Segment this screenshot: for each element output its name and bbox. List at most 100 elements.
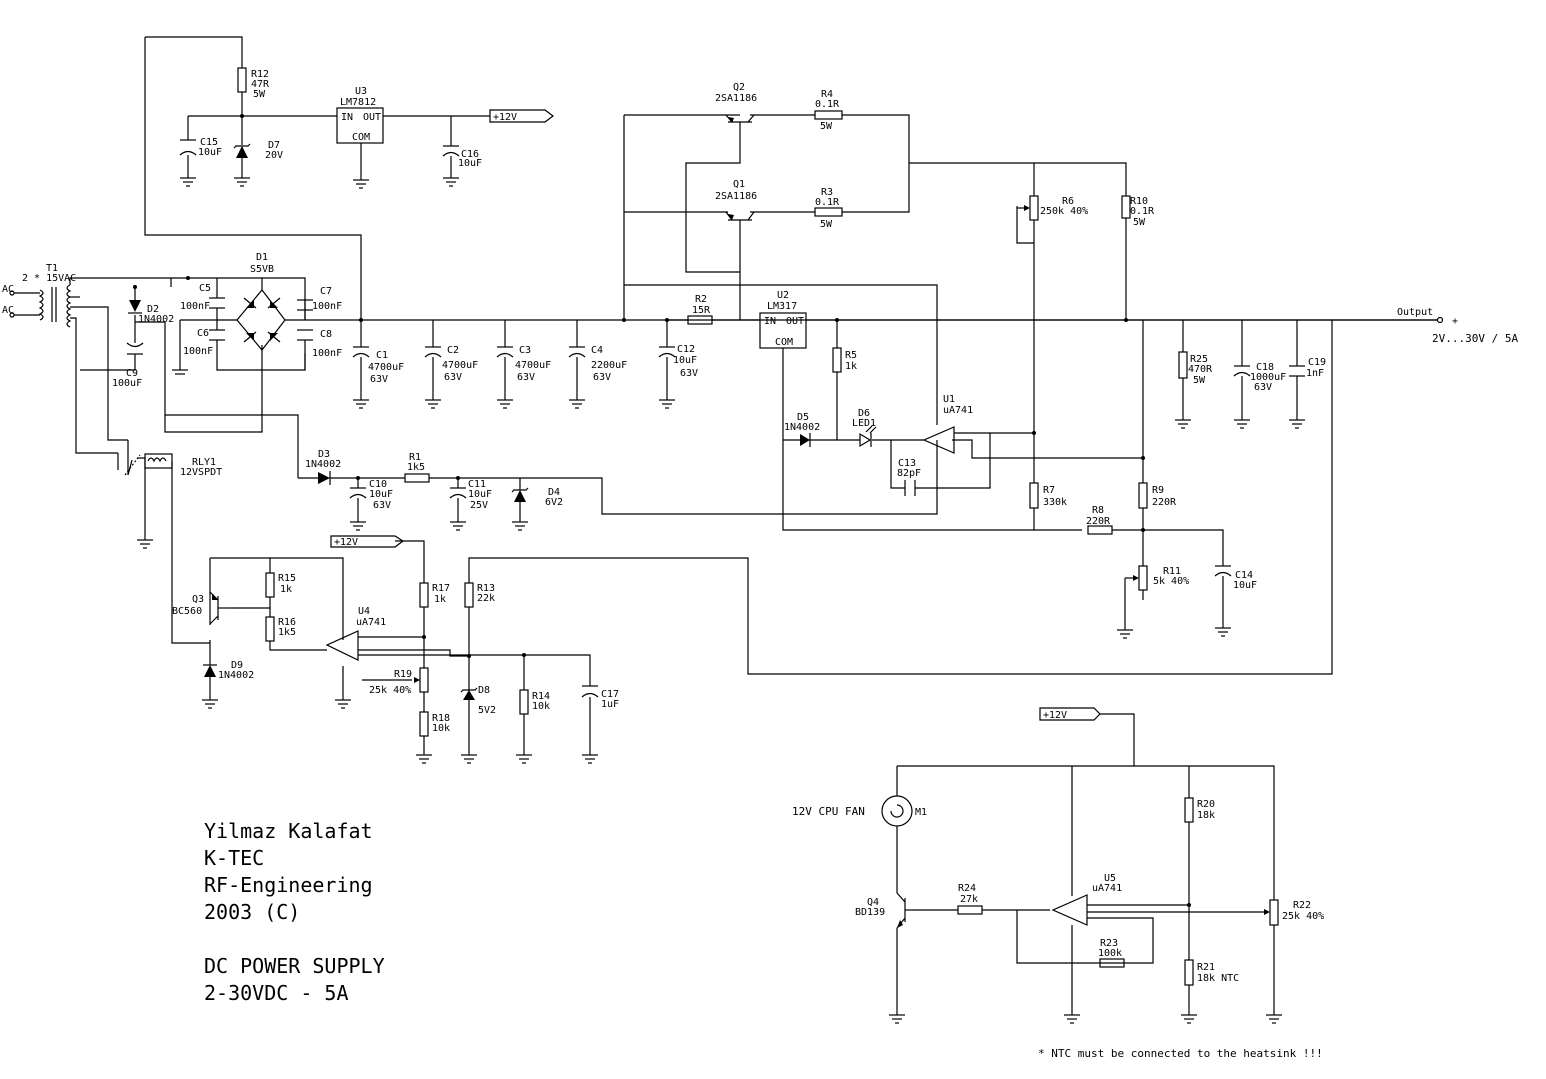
D8-ref: D8 — [478, 685, 490, 696]
Q4-ref: Q4 — [867, 897, 879, 908]
R7-ref: R7 — [1043, 485, 1055, 496]
D5-ref: D5 — [797, 412, 809, 423]
output-label: Output — [1397, 307, 1433, 318]
output-plus: + — [1452, 316, 1458, 327]
Q2-ref: Q2 — [733, 82, 745, 93]
R16-value: 1k5 — [278, 627, 296, 638]
ports — [330, 109, 1444, 721]
U2-value: LM317 — [767, 301, 797, 312]
R22-value: 25k 40% — [1282, 911, 1324, 922]
U5-value: uA741 — [1092, 883, 1122, 894]
D7-ref: D7 — [268, 140, 280, 151]
C17-ref: C17 — [601, 689, 619, 700]
D6-value: LED1 — [852, 418, 876, 429]
D3-ref: D3 — [318, 449, 330, 460]
R10-value: 0.1R — [1130, 206, 1155, 217]
C1-ref: C1 — [376, 350, 388, 361]
R21-value: 18k NTC — [1197, 973, 1239, 984]
C15-value: 10uF — [198, 147, 222, 158]
R11-ref: R11 — [1163, 566, 1181, 577]
R20-value: 18k — [1197, 810, 1215, 821]
C7-ref: C7 — [320, 286, 332, 297]
C8-value: 100nF — [312, 348, 342, 359]
C13-ref: C13 — [898, 458, 916, 469]
R11-value: 5k 40% — [1153, 576, 1189, 587]
C18-volt: 63V — [1254, 382, 1272, 393]
R15-value: 1k — [280, 584, 292, 595]
D3-value: 1N4002 — [305, 459, 341, 470]
C9-ref: C9 — [126, 368, 138, 379]
C10-volt: 63V — [373, 500, 391, 511]
transformer-T1 — [9, 284, 72, 328]
Q4-value: BD139 — [855, 907, 885, 918]
C10-ref: C10 — [369, 479, 387, 490]
R12-ref: R12 — [251, 69, 269, 80]
R7-value: 330k — [1043, 497, 1067, 508]
labels: +12V +12V +12V AC AC Output + 2V...30V /… — [2, 69, 1518, 1060]
C14-ref: C14 — [1235, 570, 1253, 581]
resistors — [237, 67, 1279, 986]
C2-volt: 63V — [444, 372, 462, 383]
D4-ref: D4 — [548, 487, 560, 498]
port-12v-c: +12V — [1043, 710, 1067, 721]
Q3-value: BC560 — [172, 606, 202, 617]
C16-ref: C16 — [461, 149, 479, 160]
C3-value: 4700uF — [515, 360, 551, 371]
C6-ref: C6 — [197, 328, 209, 339]
C15-ref: C15 — [200, 137, 218, 148]
D8-value: 5V2 — [478, 705, 496, 716]
R12-value: 47R — [251, 79, 270, 90]
capacitors — [126, 139, 1305, 698]
transistor-arrows — [212, 117, 903, 928]
port-12v-a: +12V — [493, 112, 517, 123]
R24-ref: R24 — [958, 883, 976, 894]
U2-com: COM — [775, 337, 793, 348]
C5-value: 100nF — [180, 301, 210, 312]
T1-value: 2 * 15VAC — [22, 273, 76, 284]
C2-ref: C2 — [447, 345, 459, 356]
C11-volt: 25V — [470, 500, 488, 511]
C17-value: 1uF — [601, 699, 619, 710]
wires — [12, 36, 1440, 1015]
Q1-value: 2SA1186 — [715, 191, 757, 202]
D2-value: 1N4002 — [138, 314, 174, 325]
R12-power: 5W — [253, 89, 266, 100]
R13-ref: R13 — [477, 583, 495, 594]
R4-value: 0.1R — [815, 99, 840, 110]
C6-value: 100nF — [183, 346, 213, 357]
diodes — [128, 143, 877, 700]
T1-ref: T1 — [46, 263, 58, 274]
D2-ref: D2 — [147, 304, 159, 315]
U5-ref: U5 — [1104, 873, 1116, 884]
ground-symbols — [137, 177, 1305, 1024]
regulators — [336, 107, 807, 349]
R5-ref: R5 — [845, 350, 857, 361]
D1-value: S5VB — [250, 264, 274, 275]
potentiometer-arrows — [414, 205, 1270, 915]
C18-value: 1000uF — [1250, 372, 1286, 383]
R5-value: 1k — [845, 361, 857, 372]
pot-wiper-lines — [1017, 207, 1265, 913]
C9-value: 100uF — [112, 378, 142, 389]
output-range: 2V...30V / 5A — [1432, 332, 1518, 345]
R19-ref: R19 — [394, 669, 412, 680]
R24-value: 27k — [960, 894, 978, 905]
U3-value: LM7812 — [340, 97, 376, 108]
C10-value: 10uF — [369, 489, 393, 500]
RLY1-value: 12VSPDT — [180, 467, 222, 478]
D6-ref: D6 — [858, 408, 870, 419]
D9-ref: D9 — [231, 660, 243, 671]
C4-volt: 63V — [593, 372, 611, 383]
U3-in: IN — [341, 112, 353, 123]
RLY1-ref: RLY1 — [192, 457, 216, 468]
M1-ref: M1 — [915, 807, 927, 818]
R20-ref: R20 — [1197, 799, 1215, 810]
C1-volt: 63V — [370, 374, 388, 385]
C3-ref: C3 — [519, 345, 531, 356]
R4-power: 5W — [820, 121, 833, 132]
title-author: Yilmaz Kalafat — [204, 819, 373, 843]
R25-ref: R25 — [1190, 354, 1208, 365]
C5-ref: C5 — [199, 283, 211, 294]
R18-value: 10k — [432, 723, 450, 734]
U2-ref: U2 — [777, 290, 789, 301]
